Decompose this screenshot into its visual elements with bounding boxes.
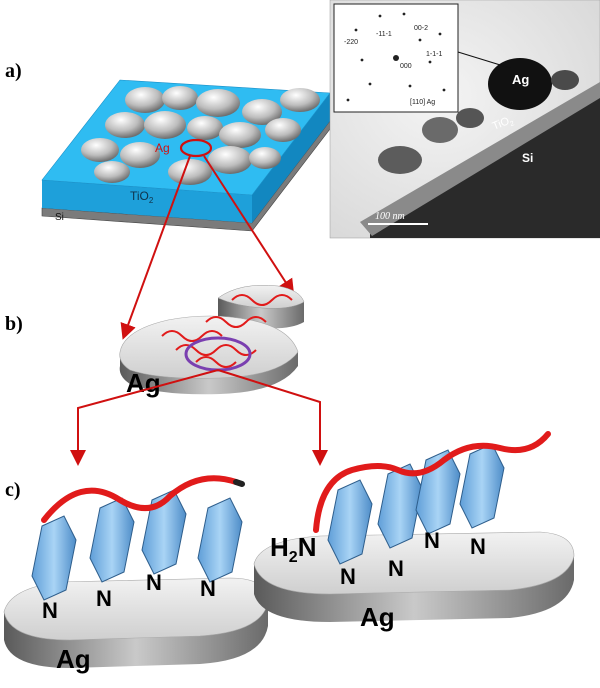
n-atom-label: N — [388, 556, 404, 581]
tem-tio2-band — [360, 82, 600, 236]
polymer-strand — [195, 356, 237, 368]
pyridine-ring — [89, 497, 135, 583]
pyridine-ring — [377, 463, 423, 549]
scale-bar-label: 100 nm — [375, 211, 405, 222]
ag-dome — [168, 159, 212, 185]
ag-dome — [219, 122, 261, 148]
saed-spot — [438, 32, 442, 36]
saed-spot — [368, 82, 372, 86]
polymer-end-left — [233, 479, 245, 487]
tem-particle — [378, 146, 422, 174]
saed-spot — [393, 55, 399, 61]
saed-spot — [354, 28, 358, 32]
ag-dome — [162, 86, 198, 110]
tem-ag-label: Ag — [512, 72, 529, 87]
n-atom-label: N — [42, 598, 58, 623]
pyridine-rings-left — [31, 489, 243, 601]
ag-dome — [208, 146, 252, 174]
saed-index-label: 1-1-1 — [426, 51, 442, 58]
ag-dome — [196, 89, 240, 117]
saed-index-label: -11-1 — [376, 31, 392, 38]
ag-label-c-left: Ag — [56, 644, 91, 674]
saed-spot — [428, 60, 432, 64]
saed-spot — [346, 98, 350, 102]
zoom-arrow-c-left — [70, 369, 219, 466]
tem-micrograph: Ag TiO2 Si 100 nm -220 -11-1 00-2 1-1-1 … — [329, 0, 600, 239]
inset-pointer — [457, 51, 511, 69]
tem-particle — [422, 117, 458, 143]
polymer-strand — [205, 316, 267, 328]
schematic-tio2-label: TiO2 — [130, 189, 154, 205]
n-atom-label: N — [470, 534, 486, 559]
ag-dome — [144, 111, 186, 139]
ag-dome — [265, 118, 301, 142]
pyridine-ring — [31, 515, 77, 601]
highlight-ellipse-a — [179, 138, 213, 158]
pyridine-ring — [459, 443, 505, 529]
n-atom-label: N — [200, 576, 216, 601]
ag-dome — [242, 99, 282, 125]
ag-block-back-top — [217, 284, 305, 309]
saed-spot — [378, 14, 382, 18]
ag-dome — [81, 138, 119, 162]
ag-label-c-right: Ag — [360, 602, 395, 632]
tem-particle — [551, 70, 579, 90]
tem-ag-particle — [488, 58, 552, 110]
zoom-arrow-right — [203, 155, 295, 296]
schematic-ag-label: Ag — [155, 141, 170, 155]
ag-dome — [280, 88, 320, 112]
saed-index-label: -220 — [344, 39, 358, 46]
panel-b-label: b) — [5, 313, 23, 335]
polymer-backbone-right — [313, 431, 551, 533]
tio2-front-face — [42, 180, 252, 223]
polymer-strand — [161, 330, 223, 342]
polymer-backbone-left — [41, 475, 239, 523]
ag-dome — [125, 87, 165, 113]
ag-dome — [120, 142, 160, 168]
saed-zone-axis-label: [110] Ag — [410, 99, 435, 106]
tio2-side-face — [252, 93, 330, 223]
tem-particle — [456, 108, 484, 128]
n-atom-label: N — [146, 570, 162, 595]
saed-spot — [418, 38, 422, 42]
ag-dome — [94, 161, 130, 183]
schematic-si-label: Si — [55, 212, 64, 223]
n-atom-label: N — [340, 564, 356, 589]
pyridine-ring — [197, 497, 243, 583]
panel-c-label: c) — [5, 479, 21, 501]
ag-dome — [105, 112, 145, 138]
saed-spot — [402, 12, 406, 16]
tem-si-label: Si — [522, 151, 533, 165]
ag-particle-b: Ag — [119, 284, 305, 398]
saed-spot — [360, 58, 364, 62]
pyridine-ring — [327, 479, 373, 565]
ag-dome — [249, 147, 281, 169]
ag-nanoparticles — [81, 86, 320, 185]
n-atom-label: N — [424, 528, 440, 553]
zoom-arrow-c-right — [217, 369, 328, 466]
saed-spot — [442, 88, 446, 92]
panel-a-label: a) — [5, 60, 22, 82]
ag-slab-c-left: Ag — [3, 577, 269, 674]
ag-slab-top — [119, 315, 299, 379]
zoom-arrow-left — [120, 155, 191, 340]
saed-index-label: 00-2 — [414, 25, 428, 32]
saed-index-label: 000 — [400, 63, 412, 70]
amine-end-group-label: H2N — [270, 532, 316, 566]
n-atom-label: N — [96, 586, 112, 611]
ag-slab-c-right: Ag — [253, 531, 575, 632]
saed-spots — [346, 12, 446, 102]
saed-spot — [408, 84, 412, 88]
schematic-substrate: Ag TiO2 Si — [41, 79, 331, 232]
ag-dome — [187, 116, 223, 140]
polymer-strand — [231, 294, 293, 306]
